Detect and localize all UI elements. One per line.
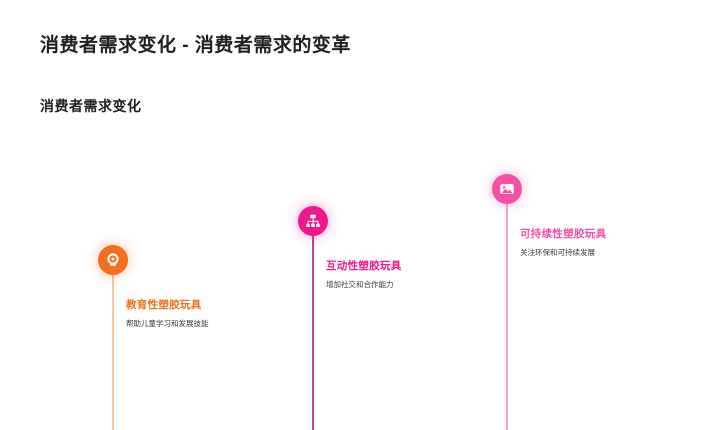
timeline-item-heading: 可持续性塑胶玩具 <box>520 228 607 240</box>
timeline-marker[interactable] <box>492 174 522 204</box>
timeline-item-text: 互动性塑胶玩具增加社交和合作能力 <box>326 258 456 291</box>
page-title: 消费者需求变化 - 消费者需求的变革 <box>40 35 351 56</box>
timeline-infographic: 教育性塑胶玩具帮助儿童学习和发展技能 互动性塑胶玩具增加社交和合作能力 可持续性塑胶… <box>98 174 650 430</box>
timeline-item-description: 帮助儿童学习和发展技能 <box>126 319 209 328</box>
timeline-marker[interactable] <box>298 206 328 236</box>
section-title: 消费者需求变化 <box>40 98 142 114</box>
timeline-marker[interactable] <box>98 245 128 275</box>
bullseye-icon <box>105 252 121 268</box>
timeline-connector-line <box>312 232 314 430</box>
timeline-item-text: 可持续性塑胶玩具关注环保和可持续发展 <box>520 226 650 259</box>
timeline-item-text: 教育性塑胶玩具帮助儿童学习和发展技能 <box>126 297 214 330</box>
timeline-connector-line <box>112 271 114 430</box>
image-icon <box>499 181 515 197</box>
timeline-connector-line <box>506 200 508 430</box>
timeline-item-description: 增加社交和合作能力 <box>326 280 394 289</box>
timeline-item-heading: 教育性塑胶玩具 <box>126 299 202 311</box>
timeline-item-heading: 互动性塑胶玩具 <box>326 260 402 272</box>
timeline-item-description: 关注环保和可持续发展 <box>520 248 595 257</box>
sitemap-icon <box>305 213 321 229</box>
slide-canvas: 消费者需求变化 - 消费者需求的变革 消费者需求变化 教育性塑胶玩具帮助儿童学习… <box>40 35 650 430</box>
